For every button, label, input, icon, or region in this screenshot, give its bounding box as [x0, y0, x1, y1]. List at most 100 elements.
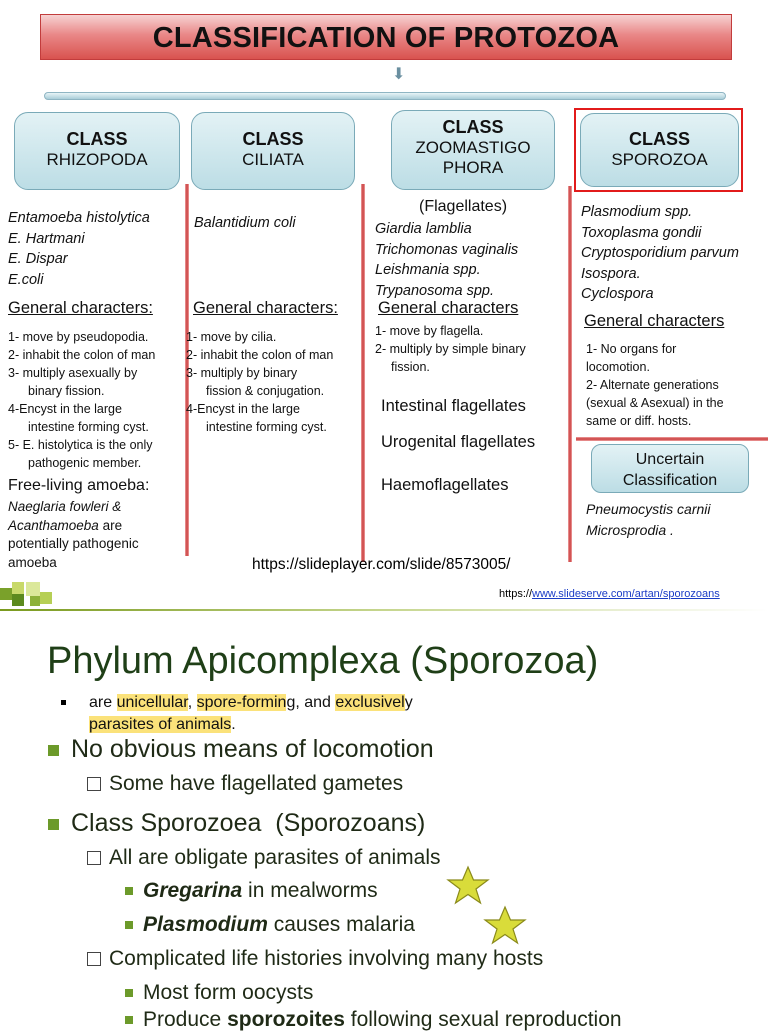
- square-bullet-icon: [48, 744, 59, 756]
- class-name: RHIZOPODA: [46, 150, 148, 169]
- character-item: binary fission.: [28, 384, 105, 398]
- down-arrow-icon: ⬇: [392, 66, 406, 83]
- character-item: 4-Encyst in the large: [8, 402, 122, 416]
- free-living-heading: Free-living amoeba:: [8, 477, 150, 494]
- species-item: Entamoeba histolytica: [8, 210, 150, 226]
- class-box-zoomastigophora: CLASS ZOOMASTIGO PHORA: [391, 110, 555, 190]
- character-item: 1- move by pseudopodia.: [8, 330, 149, 344]
- uncertain-label: Classification: [622, 472, 718, 489]
- sporozoa-characters: 1- No organs for locomotion. 2- Alternat…: [586, 340, 766, 430]
- class-label: CLASS: [442, 117, 504, 137]
- rhizopoda-gc-heading: General characters:: [8, 299, 153, 317]
- text-run: y: [404, 694, 413, 711]
- species-item: E. Hartmani: [8, 230, 85, 247]
- item-gregarina: Gregarina in mealworms: [125, 879, 378, 903]
- item-plasmodium: Plasmodium causes malaria: [125, 913, 415, 937]
- square-bullet-icon: [48, 818, 59, 830]
- free-living-tail: are: [98, 517, 123, 533]
- character-item: (sexual & Asexual) in the: [586, 396, 724, 410]
- bullet-marker: [61, 700, 66, 705]
- species-item: Trypanosoma spp.: [375, 282, 495, 299]
- species-item: Microsprodia .: [586, 521, 674, 538]
- group-haemoflagellates: Haemoflagellates: [381, 476, 509, 494]
- genus-name: Plasmodium: [143, 913, 268, 936]
- species-item: Giardia lamblia: [375, 221, 472, 237]
- item-sporozoites: Produce sporozoites following sexual rep…: [125, 1008, 622, 1032]
- star-icon: [446, 865, 490, 905]
- uncertain-species: Pneumocystis carnii Microsprodia .: [586, 499, 766, 540]
- sporozoa-gc-heading: General characters: [584, 312, 725, 330]
- group-intestinal: Intestinal flagellates: [381, 397, 526, 415]
- character-item: intestine forming cyst.: [28, 420, 149, 434]
- connector-bar: [44, 92, 726, 100]
- ciliata-gc-heading: General characters:: [193, 299, 338, 317]
- uncertain-label: Uncertain: [635, 451, 705, 468]
- genus-name: Acanthamoeba: [8, 517, 99, 533]
- bullet-text: causes malaria: [267, 913, 415, 936]
- ciliata-characters: 1- move by cilia. 2- inhabit the colon o…: [186, 328, 364, 436]
- class-box-ciliata: CLASS CILIATA: [191, 112, 355, 190]
- free-living-line: Naeglaria fowleri &: [8, 499, 122, 514]
- title-bar: [40, 14, 732, 60]
- character-item: fission & conjugation.: [206, 384, 325, 398]
- species-item: Plasmodium spp.: [581, 204, 693, 220]
- free-living-text: Naeglaria fowleri & Acanthamoeba are pot…: [8, 498, 188, 572]
- zoomastigophora-species: Giardia lamblia Trichomonas vaginalis Le…: [375, 219, 567, 301]
- zoomastigophora-gc-heading: General characters: [378, 299, 519, 317]
- class-label: CLASS: [242, 129, 304, 149]
- character-item: 1- move by cilia.: [186, 330, 277, 344]
- character-item: 1- move by flagella.: [375, 324, 484, 338]
- species-item: Trichomonas vaginalis: [375, 241, 519, 258]
- hollow-square-icon: [87, 952, 101, 967]
- species-item: E.coli: [8, 271, 44, 288]
- item-oocysts: Most form oocysts: [125, 981, 313, 1005]
- character-item: 2- inhabit the colon of man: [8, 348, 156, 362]
- bullet-text: Most form oocysts: [143, 981, 314, 1004]
- bullet-text: Some have flagellated gametes: [109, 772, 404, 795]
- bullet-text: No obvious means of locomotion: [71, 735, 434, 763]
- character-item: 3- multiply by binary: [186, 366, 298, 380]
- zoomastigophora-characters: 1- move by flagella. 2- multiply by simp…: [375, 322, 565, 376]
- uncertain-classification-box: Uncertain Classification: [591, 444, 749, 493]
- bullet-text: Complicated life histories involving man…: [109, 947, 544, 970]
- intro-bullet: are unicellular, spore-forming, and excl…: [61, 692, 521, 736]
- bold-term: sporozoites: [227, 1008, 345, 1031]
- hollow-square-icon: [87, 777, 101, 792]
- text-run: .: [231, 716, 236, 733]
- column-divider: [361, 184, 365, 562]
- character-item: 3- multiply asexually by: [8, 366, 138, 380]
- class-name: SPOROZOA: [611, 150, 708, 169]
- character-item: same or diff. hosts.: [586, 414, 692, 428]
- sub-bullet-life-histories: Complicated life histories involving man…: [87, 947, 543, 971]
- species-item: E. Dispar: [8, 251, 68, 267]
- decorative-squares: [0, 582, 60, 608]
- highlighted-text: unicellular: [116, 694, 188, 711]
- character-item: intestine forming cyst.: [206, 420, 327, 434]
- source-url-2: https://www.slideserve.com/artan/sporozo…: [499, 588, 720, 600]
- text-run: ,: [187, 694, 197, 711]
- column-divider: [568, 186, 572, 562]
- slide-separator: [0, 609, 768, 611]
- rhizopoda-characters: 1- move by pseudopodia. 2- inhabit the c…: [8, 328, 190, 472]
- class-label: CLASS: [66, 129, 128, 149]
- bullet-text: in mealworms: [242, 879, 378, 902]
- hollow-square-icon: [87, 851, 101, 866]
- bullet-class-sporozoea: Class Sporozoea (Sporozoans): [48, 809, 425, 838]
- character-item: 2- Alternate generations: [586, 378, 719, 392]
- character-item: 5- E. histolytica is the only: [8, 438, 153, 452]
- character-item: 4-Encyst in the large: [186, 402, 300, 416]
- column-divider: [185, 184, 189, 556]
- free-living-line: Acanthamoeba are: [8, 517, 188, 536]
- slide-title: CLASSIFICATION OF PROTOZOA: [152, 22, 620, 54]
- rhizopoda-species: Entamoeba histolytica E. Hartmani E. Dis…: [8, 208, 186, 290]
- source-link[interactable]: www.slideserve.com/artan/sporozoans: [532, 588, 720, 600]
- bullet-text: following sexual reproduction: [344, 1008, 622, 1031]
- slide2-title: Phylum Apicomplexa (Sporozoa): [47, 640, 599, 682]
- class-box-rhizopoda: CLASS RHIZOPODA: [14, 112, 180, 190]
- class-name-2: PHORA: [442, 158, 504, 177]
- sub-bullet-gametes: Some have flagellated gametes: [87, 772, 403, 796]
- character-item: fission.: [391, 360, 430, 374]
- class-box-sporozoa: CLASS SPOROZOA: [580, 113, 739, 187]
- bullet-text: All are obligate parasites of animals: [109, 846, 441, 869]
- source-url[interactable]: https://slideplayer.com/slide/8573005/: [252, 556, 511, 573]
